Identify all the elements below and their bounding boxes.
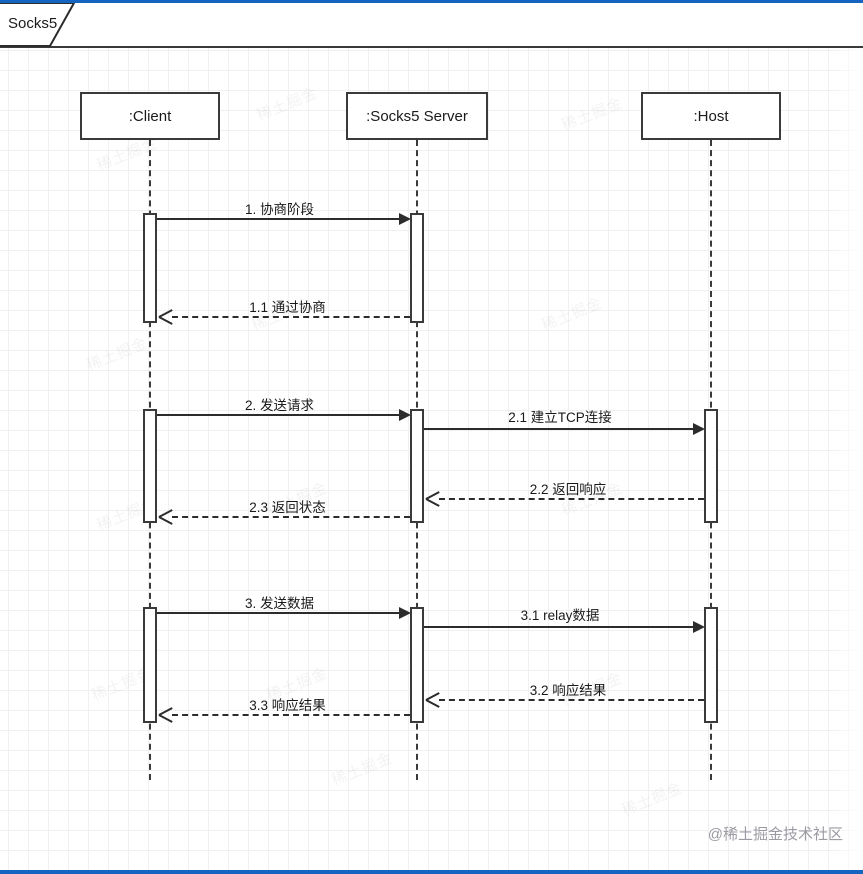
message-line-m2[interactable] <box>157 414 402 416</box>
top-accent-rule <box>0 0 863 3</box>
message-line-m3_3[interactable] <box>172 714 410 716</box>
lifeline-header-server[interactable]: :Socks5 Server <box>346 92 488 140</box>
message-line-m3[interactable] <box>157 612 402 614</box>
arrowhead-right-icon <box>399 607 411 619</box>
activation-bar-client-2[interactable] <box>143 409 157 523</box>
message-label-m2_2: 2.2 返回响应 <box>529 482 607 497</box>
arrowhead-right-icon <box>399 213 411 225</box>
message-line-m3_2[interactable] <box>439 699 704 701</box>
frame-tab[interactable]: Socks5 <box>0 3 78 47</box>
message-label-m1_1: 1.1 通过协商 <box>249 300 326 315</box>
activation-bar-client-3[interactable] <box>143 607 157 723</box>
message-line-m2_3[interactable] <box>172 516 410 518</box>
message-label-m3_2: 3.2 响应结果 <box>529 683 607 698</box>
background-watermark: 稀土掘金 <box>539 294 606 335</box>
message-label-m3: 3. 发送数据 <box>244 596 314 611</box>
lifeline-header-client[interactable]: :Client <box>80 92 220 140</box>
arrowhead-right-icon <box>399 409 411 421</box>
background-watermark: 稀土掘金 <box>329 749 396 790</box>
lifeline-label-client: :Client <box>128 107 172 125</box>
message-line-m2_2[interactable] <box>439 498 704 500</box>
lifeline-header-host[interactable]: :Host <box>641 92 781 140</box>
frame-tab-label: Socks5 <box>8 15 58 32</box>
bottom-accent-rule <box>0 870 863 874</box>
background-watermark: 稀土掘金 <box>559 94 626 135</box>
background-watermark: 稀土掘金 <box>254 84 321 125</box>
activation-bar-client-1[interactable] <box>143 213 157 323</box>
message-label-m2_1: 2.1 建立TCP连接 <box>508 410 612 425</box>
message-label-m2: 2. 发送请求 <box>244 398 314 413</box>
activation-bar-host-3[interactable] <box>704 607 718 723</box>
message-line-m1[interactable] <box>157 218 402 220</box>
activation-bar-server-3[interactable] <box>410 607 424 723</box>
message-label-m3_3: 3.3 响应结果 <box>249 698 326 713</box>
message-line-m2_1[interactable] <box>424 428 696 430</box>
message-label-m1: 1. 协商阶段 <box>244 202 314 217</box>
lifeline-label-host: :Host <box>693 107 729 125</box>
arrowhead-right-icon <box>693 621 705 633</box>
message-line-m1_1[interactable] <box>172 316 410 318</box>
activation-bar-server-2[interactable] <box>410 409 424 523</box>
background-watermark: 稀土掘金 <box>619 779 686 820</box>
background-watermark: 稀土掘金 <box>84 334 151 375</box>
message-label-m3_1: 3.1 relay数据 <box>520 608 600 623</box>
grid-background: 稀土掘金 稀土掘金 稀土掘金 稀土掘金 稀土掘金 稀土掘金 稀土掘金 稀土掘金 … <box>0 46 863 872</box>
arrowhead-right-icon <box>693 423 705 435</box>
activation-bar-host-2[interactable] <box>704 409 718 523</box>
frame-tab-shape <box>0 3 76 47</box>
activation-bar-server-1[interactable] <box>410 213 424 323</box>
message-label-m2_3: 2.3 返回状态 <box>249 500 326 515</box>
message-line-m3_1[interactable] <box>424 626 696 628</box>
lifeline-label-server: :Socks5 Server <box>366 107 468 125</box>
corner-watermark: @稀土掘金技术社区 <box>707 826 843 843</box>
